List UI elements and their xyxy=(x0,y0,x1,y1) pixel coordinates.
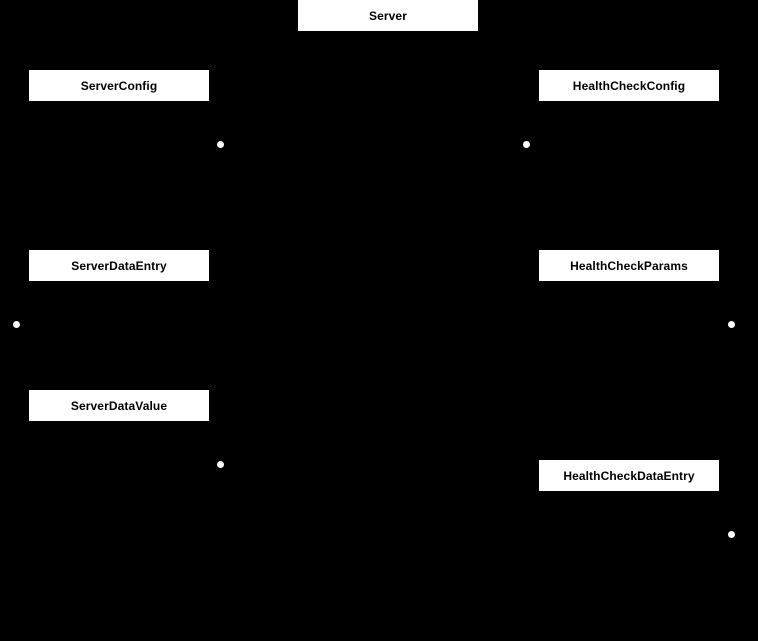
node-health-check-config[interactable]: HealthCheckConfig xyxy=(539,70,719,101)
relationship-marker-dot-3 xyxy=(13,321,20,328)
node-server-config[interactable]: ServerConfig xyxy=(29,70,209,101)
node-server-data-value[interactable]: ServerDataValue xyxy=(29,390,209,421)
node-server-config-label: ServerConfig xyxy=(80,78,158,93)
node-health-check-params-label: HealthCheckParams xyxy=(570,258,688,273)
relationship-marker-dot-6 xyxy=(728,531,735,538)
node-health-check-config-label: HealthCheckConfig xyxy=(572,78,686,93)
node-health-check-params[interactable]: HealthCheckParams xyxy=(539,250,719,281)
node-server[interactable]: Server xyxy=(298,0,478,31)
node-server-data-entry[interactable]: ServerDataEntry xyxy=(29,250,209,281)
node-health-check-data-entry[interactable]: HealthCheckDataEntry xyxy=(539,460,719,491)
relationship-marker-dot-2 xyxy=(523,141,530,148)
relationship-marker-dot-5 xyxy=(217,461,224,468)
node-health-check-data-entry-label: HealthCheckDataEntry xyxy=(563,468,695,483)
node-server-label: Server xyxy=(369,8,407,23)
relationship-marker-dot-4 xyxy=(728,321,735,328)
relationship-marker-dot-1 xyxy=(217,141,224,148)
node-server-data-entry-label: ServerDataEntry xyxy=(71,258,167,273)
node-server-data-value-label: ServerDataValue xyxy=(70,398,168,413)
